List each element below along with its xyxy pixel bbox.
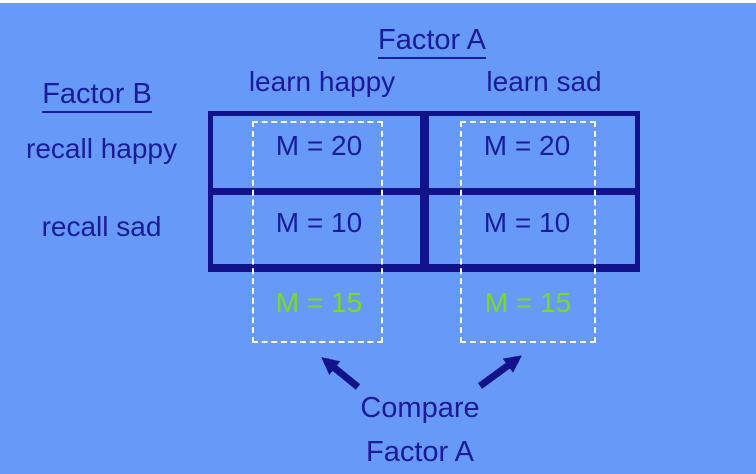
- table-row-divider: [213, 188, 635, 195]
- caption-compare: Compare: [360, 392, 480, 424]
- column-header-learn-sad: learn sad: [486, 66, 602, 97]
- column-mean-learn-sad: M = 15: [484, 287, 572, 318]
- factor-a-title: Factor A: [332, 24, 532, 59]
- column-mean-learn-happy: M = 15: [275, 287, 363, 318]
- cell-recall-happy-learn-happy: M = 20: [275, 130, 363, 161]
- compare-arrows: [321, 355, 522, 390]
- arrow-up-left-icon: [321, 357, 361, 390]
- cell-recall-sad-learn-happy: M = 10: [275, 207, 363, 238]
- column-highlight-box-learn-sad: [460, 121, 596, 343]
- caption-factor-a: Factor A: [366, 436, 474, 468]
- factor-a-title-text: Factor A: [378, 24, 486, 59]
- cell-recall-happy-learn-sad: M = 20: [483, 130, 571, 161]
- cell-recall-sad-learn-sad: M = 10: [483, 207, 571, 238]
- column-header-learn-happy: learn happy: [248, 66, 396, 97]
- factor-b-title: Factor B: [0, 78, 194, 113]
- design-table: [208, 111, 640, 272]
- row-header-recall-sad: recall sad: [41, 211, 162, 242]
- row-header-recall-happy: recall happy: [26, 133, 177, 164]
- top-white-strip: [0, 0, 756, 3]
- arrow-up-right-icon: [477, 355, 522, 389]
- factor-b-title-text: Factor B: [42, 78, 152, 113]
- column-highlight-box-learn-happy: [252, 121, 383, 343]
